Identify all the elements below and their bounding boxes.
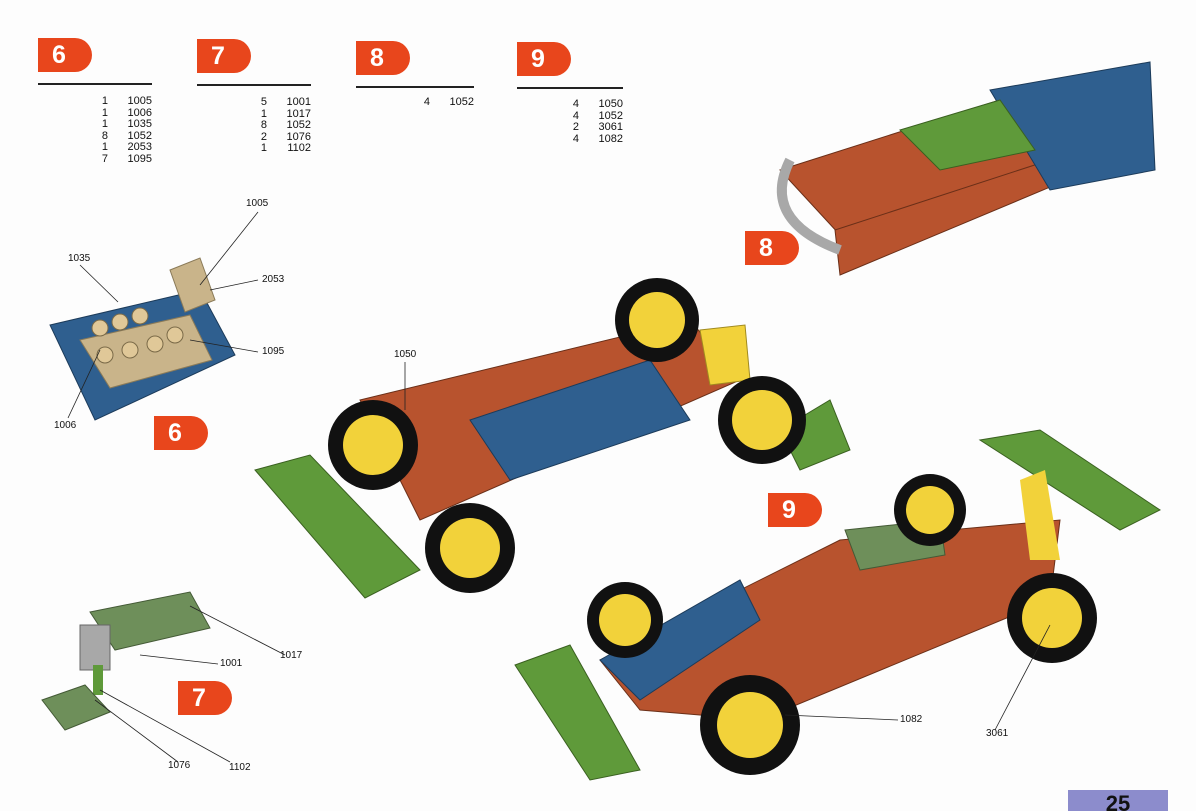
callout-1035: 1035 [68,253,91,264]
qty: 4 [423,96,430,108]
part-no: 1005 [127,95,152,107]
section-badge-7: 7 [197,39,251,73]
wheel-icon [700,675,800,775]
qty: 1 [260,107,267,120]
part-no: 1035 [127,118,152,130]
parts-list-7: 5 1001 1 1017 8 1052 2 1076 1 1102 [219,96,311,155]
qty: 8 [101,129,108,142]
qty: 2 [572,121,579,133]
divider [356,86,474,88]
callout-1102: 1102 [229,762,251,773]
model-8-illustration [776,61,1156,276]
divider [517,87,623,89]
section-badge-8: 8 [356,41,410,75]
callout-1095: 1095 [262,346,285,357]
part-no: 1052 [449,96,474,108]
part-no: 1052 [127,129,152,142]
qty: 4 [572,109,579,122]
model-badge-6: 6 [154,416,208,450]
model-badge-8: 8 [745,231,799,265]
wheel-icon [894,474,966,546]
callout-1076: 1076 [168,760,191,771]
qty: 1 [101,118,108,130]
part-no: 1052 [598,109,623,122]
model-badge-7: 7 [178,681,232,715]
qty: 4 [572,132,579,145]
section-badge-6: 6 [38,38,92,72]
part-no: 1052 [286,119,311,131]
qty: 5 [260,96,267,108]
wheel-icon [587,582,663,658]
part-no: 1076 [286,130,311,143]
part-no: 1050 [598,98,623,110]
wheel-icon [328,400,418,490]
page-number: 25 [1068,790,1168,811]
model-6-illustration [49,257,236,421]
divider [38,83,152,85]
callout-1006: 1006 [54,420,77,431]
part-no: 1082 [598,132,623,145]
part-no: 1001 [286,96,311,108]
model-badge-9: 9 [768,493,822,527]
qty: 1 [101,95,108,107]
model-7-illustration [41,591,211,731]
wheel-icon [425,503,515,593]
part-no: 2053 [127,141,152,153]
part-no: 1017 [286,107,311,120]
callout-1082: 1082 [900,714,923,725]
car-chassis-illustration [254,278,851,599]
divider [197,84,311,86]
part-no: 3061 [598,121,623,133]
callout-1001: 1001 [220,658,243,669]
part-no: 1095 [127,152,152,165]
wheel-icon [615,278,699,362]
section-badge-9: 9 [517,42,571,76]
callout-1050: 1050 [394,349,417,360]
qty: 8 [260,119,267,131]
qty: 4 [572,98,579,110]
callout-lines [67,211,1051,763]
part-no: 1006 [127,106,152,119]
wheel-icon [718,376,806,464]
qty: 2 [260,130,267,143]
callout-1017: 1017 [280,650,303,661]
callout-1005: 1005 [246,198,269,209]
part-no: 1102 [287,142,311,154]
callout-2053: 2053 [262,274,285,285]
qty: 1 [260,142,267,154]
callout-3061: 3061 [986,728,1009,739]
qty: 1 [101,141,108,153]
parts-list-6: 1 1005 1 1006 1 1035 8 1052 1 2053 7 1095 [60,95,152,165]
model-9-illustration [514,429,1161,781]
qty: 1 [101,106,108,119]
parts-list-9: 4 1050 4 1052 2 3061 4 1082 [531,98,623,145]
wheel-icon [1007,573,1097,663]
parts-list-8: 4 1052 [382,96,474,109]
qty: 7 [101,152,108,165]
